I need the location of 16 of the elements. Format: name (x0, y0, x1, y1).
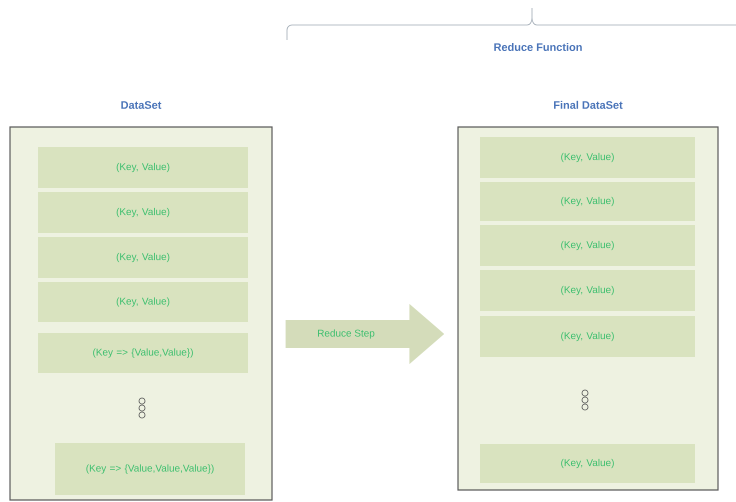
node-label: Final DataSet (554, 100, 623, 109)
key-value-box: (Key, Value) (38, 192, 248, 233)
key-value-box: (Key, Value) (480, 182, 695, 221)
edge-label: Reduce Step (318, 329, 374, 339)
section-label: Reduce Function (494, 42, 582, 52)
key-value-box: (Key, Value) (480, 225, 695, 266)
key-value-box: (Key, Value) (38, 147, 248, 188)
key-value-box: (Key, Value) (480, 137, 695, 178)
key-value-box: (Key => {Value,Value}) (38, 333, 248, 373)
key-value-box: (Key, Value) (480, 316, 695, 357)
key-value-box: (Key, Value) (480, 444, 695, 483)
key-value-box: (Key, Value) (38, 282, 248, 322)
key-value-box: (Key, Value) (480, 270, 695, 311)
key-value-box: (Key, Value) (38, 237, 248, 278)
node-label: DataSet (121, 101, 162, 109)
key-value-box: (Key => {Value,Value,Value}) (55, 443, 245, 495)
